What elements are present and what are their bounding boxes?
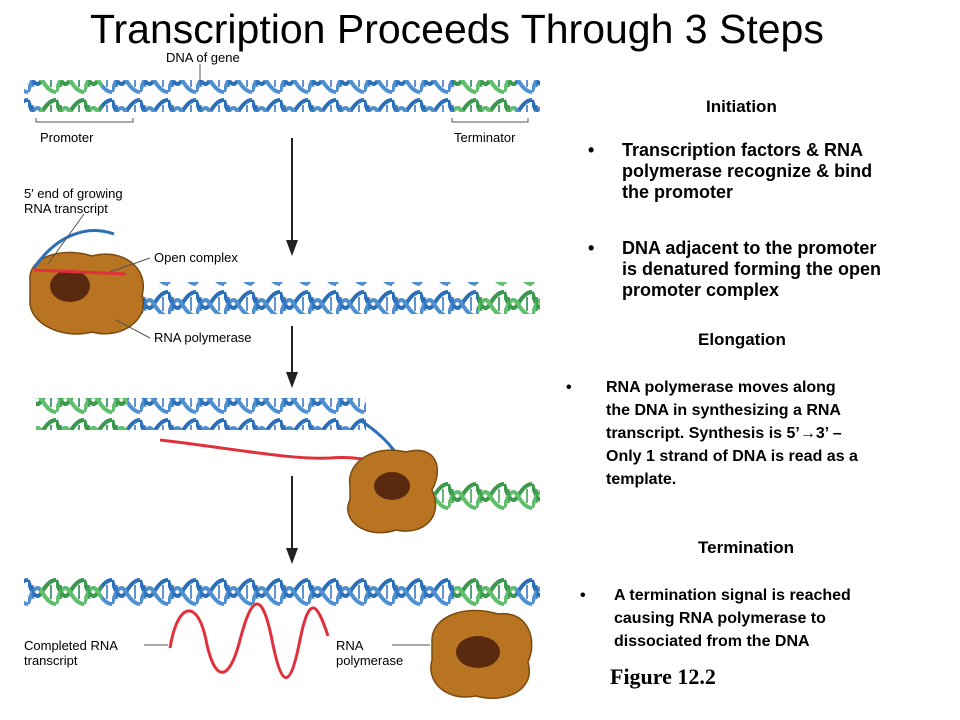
initiation-bullet-2: • DNA adjacent to the promoter is denatu…: [588, 238, 882, 300]
five-prime-leader: [47, 213, 85, 265]
dna-helix-stage-4: [24, 574, 540, 606]
completed-rna-label: Completed RNA transcript: [24, 638, 118, 668]
initiation-heading: Initiation: [706, 97, 777, 116]
dna-of-gene-label: DNA of gene: [166, 50, 240, 65]
open-complex-leader: [109, 257, 151, 273]
step-arrow: [286, 326, 298, 388]
page-title: Transcription Proceeds Through 3 Steps: [90, 6, 824, 52]
figure-label: Figure 12.2: [610, 664, 716, 689]
open-dna-strand: [32, 229, 115, 269]
elongation-heading: Elongation: [698, 330, 786, 349]
rna-polymerase-stage-3: [347, 449, 439, 534]
step-arrow: [286, 138, 298, 256]
dna-helix-stage-3: [36, 398, 540, 510]
bullet-dot: •: [588, 140, 595, 160]
rna-polymerase-released-label: RNA polymerase: [336, 638, 404, 668]
bullet-dot: •: [580, 587, 586, 604]
terminator-label: Terminator: [454, 130, 516, 145]
completed-rna-transcript: [168, 602, 330, 679]
step-arrow: [286, 476, 298, 564]
terminator-bracket: [451, 118, 529, 123]
initiation-bullet-1: • Transcription factors & RNA polymerase…: [588, 140, 873, 202]
dna-helix-stage-1: [24, 80, 540, 112]
open-complex-label: Open complex: [154, 250, 238, 265]
five-prime-end-label: 5′ end of growing RNA transcript: [24, 186, 123, 216]
rna-transcript-start: [33, 268, 127, 276]
rna-polymerase-stage-2: [29, 251, 145, 335]
termination-bullet: • A termination signal is reached causin…: [580, 584, 958, 656]
rna-polymerase-released: [430, 609, 533, 699]
bullet-dot: •: [566, 379, 572, 396]
dna-helix-stage-2: [100, 282, 540, 314]
bullet-dot: •: [588, 238, 595, 258]
elongation-bullet: • RNA polymerase moves along the DNA in …: [566, 376, 958, 492]
promoter-bracket: [35, 118, 134, 123]
promoter-label: Promoter: [40, 130, 94, 145]
termination-heading: Termination: [698, 538, 795, 557]
rna-polymerase-label: RNA polymerase: [154, 330, 252, 345]
rna-polymerase-leader: [115, 319, 151, 339]
